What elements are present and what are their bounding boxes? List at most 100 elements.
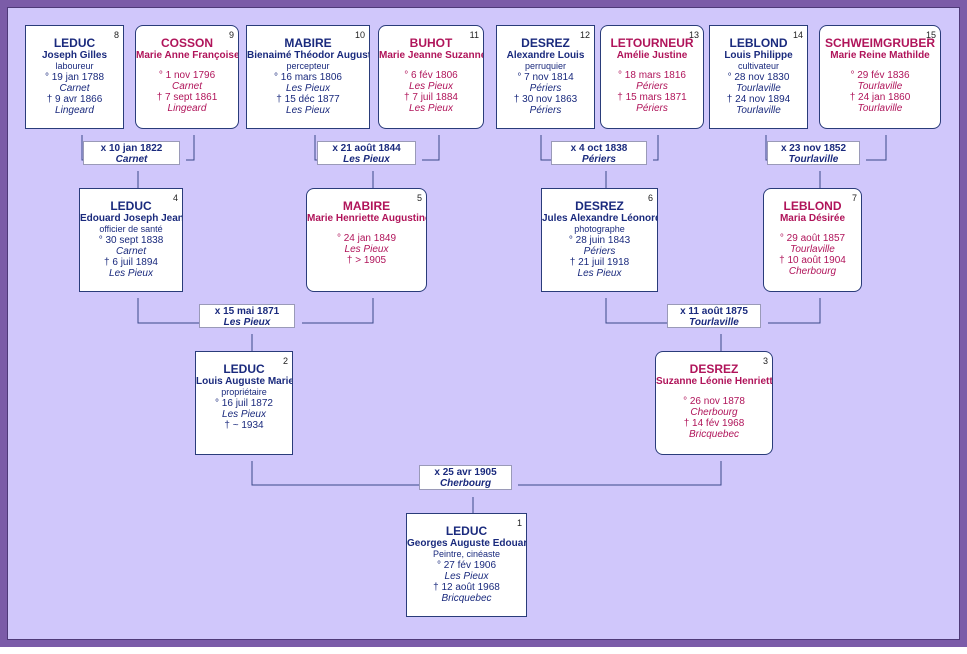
sosa-number: 12 xyxy=(579,30,590,40)
birth-date: ° 30 sept 1838 xyxy=(98,235,164,246)
death-date: † 6 juil 1894 xyxy=(104,257,158,268)
person-card-13[interactable]: 13 LETOURNEUR Amélie Justine ° 18 mars 1… xyxy=(600,25,704,129)
marriage-box-2-3: x 25 avr 1905 Cherbourg xyxy=(419,465,512,490)
sosa-number: 13 xyxy=(688,30,699,40)
birth-place: Les Pieux xyxy=(444,571,489,582)
death-place: Tourlaville xyxy=(736,105,781,116)
birth-date: ° 29 fév 1836 xyxy=(850,70,910,81)
birth-place: Cherbourg xyxy=(690,407,738,418)
sosa-number: 8 xyxy=(113,30,119,40)
person-card-12[interactable]: 12 DESREZ Alexandre Louis perruquier ° 7… xyxy=(496,25,595,129)
surname: MABIRE xyxy=(284,36,332,50)
given-names: Suzanne Léonie Henriette xyxy=(656,376,773,387)
marriage-place: Carnet xyxy=(115,154,148,165)
sosa-number: 1 xyxy=(516,518,522,528)
birth-date: ° 16 juil 1872 xyxy=(215,398,273,409)
birth-place: Périers xyxy=(583,246,616,257)
death-date: † 14 fév 1968 xyxy=(683,418,745,429)
marriage-date: x 11 août 1875 xyxy=(680,306,748,317)
surname: LEDUC xyxy=(53,36,96,50)
death-place: Périers xyxy=(636,103,668,114)
surname: DESREZ xyxy=(689,362,739,376)
person-card-10[interactable]: 10 MABIRE Bienaimé Théodor Auguste perce… xyxy=(246,25,370,129)
sosa-number: 3 xyxy=(762,356,768,366)
sosa-number: 15 xyxy=(925,30,936,40)
surname: MABIRE xyxy=(342,199,391,213)
given-names: Georges Auguste Edouard xyxy=(407,538,527,549)
birth-date: ° 7 nov 1814 xyxy=(517,72,574,83)
birth-place: Carnet xyxy=(115,246,146,257)
surname: COSSON xyxy=(160,36,213,50)
surname: BUHOT xyxy=(409,36,453,50)
connector-lines xyxy=(81,135,887,520)
person-card-15[interactable]: 15 SCHWEIMGRUBER Marie Reine Mathilde ° … xyxy=(819,25,941,129)
birth-date: ° 6 fév 1806 xyxy=(404,70,458,81)
birth-place: Les Pieux xyxy=(286,83,330,94)
birth-place: Carnet xyxy=(171,81,202,92)
given-names: Marie Jeanne Suzanne xyxy=(379,50,484,61)
death-date: † 12 août 1968 xyxy=(433,582,500,593)
death-date: † 24 nov 1894 xyxy=(726,94,791,105)
person-card-14[interactable]: 14 LEBLOND Louis Philippe cultivateur ° … xyxy=(709,25,808,129)
death-place: Bricquebec xyxy=(688,429,740,440)
sosa-number: 7 xyxy=(851,193,857,203)
sosa-number: 6 xyxy=(647,193,653,203)
birth-place: Tourlaville xyxy=(857,81,903,92)
death-date: † 7 sept 1861 xyxy=(156,92,218,103)
given-names: Alexandre Louis xyxy=(506,50,585,61)
surname: SCHWEIMGRUBER xyxy=(825,36,935,50)
given-names: Jules Alexandre Léonord xyxy=(542,213,658,224)
sosa-number: 14 xyxy=(792,30,803,40)
birth-date: ° 28 juin 1843 xyxy=(568,235,631,246)
death-place: Bricquebec xyxy=(441,593,492,604)
person-card-1[interactable]: 1 LEDUC Georges Auguste Edouard Peintre,… xyxy=(406,513,527,617)
person-card-8[interactable]: 8 LEDUC Joseph Gilles laboureur ° 19 jan… xyxy=(25,25,124,129)
marriage-place: Les Pieux xyxy=(223,317,271,328)
birth-place: Périers xyxy=(636,81,668,92)
death-place: Les Pieux xyxy=(109,268,153,279)
sosa-number: 11 xyxy=(469,30,479,40)
sosa-number: 5 xyxy=(416,193,422,203)
given-names: Edouard Joseph Jean xyxy=(80,213,183,224)
marriage-date: x 15 mai 1871 xyxy=(214,306,280,317)
person-card-5[interactable]: 5 MABIRE Marie Henriette Augustine ° 24 … xyxy=(306,188,427,292)
death-date: † 10 août 1904 xyxy=(779,255,846,266)
death-date: † 30 nov 1863 xyxy=(513,94,578,105)
given-names: Joseph Gilles xyxy=(41,50,108,61)
person-card-9[interactable]: 9 COSSON Marie Anne Françoise ° 1 nov 17… xyxy=(135,25,239,129)
birth-place: Périers xyxy=(529,83,562,94)
given-names: Marie Henriette Augustine xyxy=(307,213,427,224)
marriage-date: x 21 août 1844 xyxy=(332,143,401,154)
birth-date: ° 1 nov 1796 xyxy=(158,70,216,81)
death-place: Les Pieux xyxy=(409,103,453,114)
marriage-date: x 25 avr 1905 xyxy=(434,467,497,478)
birth-date: ° 24 jan 1849 xyxy=(336,233,397,244)
marriage-box-4-5: x 15 mai 1871 Les Pieux xyxy=(199,304,295,328)
marriage-box-14-15: x 23 nov 1852 Tourlaville xyxy=(767,141,860,165)
marriage-box-10-11: x 21 août 1844 Les Pieux xyxy=(317,141,416,165)
marriage-place: Tourlaville xyxy=(689,317,739,328)
person-card-2[interactable]: 2 LEDUC Louis Auguste Marie propriétaire… xyxy=(195,351,293,455)
person-card-11[interactable]: 11 BUHOT Marie Jeanne Suzanne ° 6 fév 18… xyxy=(378,25,484,129)
birth-place: Les Pieux xyxy=(222,409,266,420)
given-names: Louis Auguste Marie xyxy=(196,376,293,387)
occupation: photographe xyxy=(574,224,625,234)
person-card-3[interactable]: 3 DESREZ Suzanne Léonie Henriette ° 26 n… xyxy=(655,351,773,455)
person-card-6[interactable]: 6 DESREZ Jules Alexandre Léonord photogr… xyxy=(541,188,658,292)
given-names: Amélie Justine xyxy=(616,50,688,61)
occupation: propriétaire xyxy=(221,387,267,397)
death-place: Les Pieux xyxy=(577,268,622,279)
surname: LEDUC xyxy=(110,199,152,213)
sosa-number: 9 xyxy=(228,30,234,40)
birth-place: Carnet xyxy=(59,83,90,94)
marriage-place: Tourlaville xyxy=(788,154,839,165)
marriage-box-6-7: x 11 août 1875 Tourlaville xyxy=(667,304,761,328)
death-date: † 15 déc 1877 xyxy=(276,94,340,105)
death-date: † 7 juil 1884 xyxy=(404,92,458,103)
occupation: Peintre, cinéaste xyxy=(432,549,501,559)
person-card-4[interactable]: 4 LEDUC Edouard Joseph Jean officier de … xyxy=(79,188,183,292)
given-names: Bienaimé Théodor Auguste xyxy=(247,50,370,61)
person-card-7[interactable]: 7 LEBLOND Maria Désirée ° 29 août 1857 T… xyxy=(763,188,862,292)
marriage-box-8-9: x 10 jan 1822 Carnet xyxy=(83,141,180,165)
